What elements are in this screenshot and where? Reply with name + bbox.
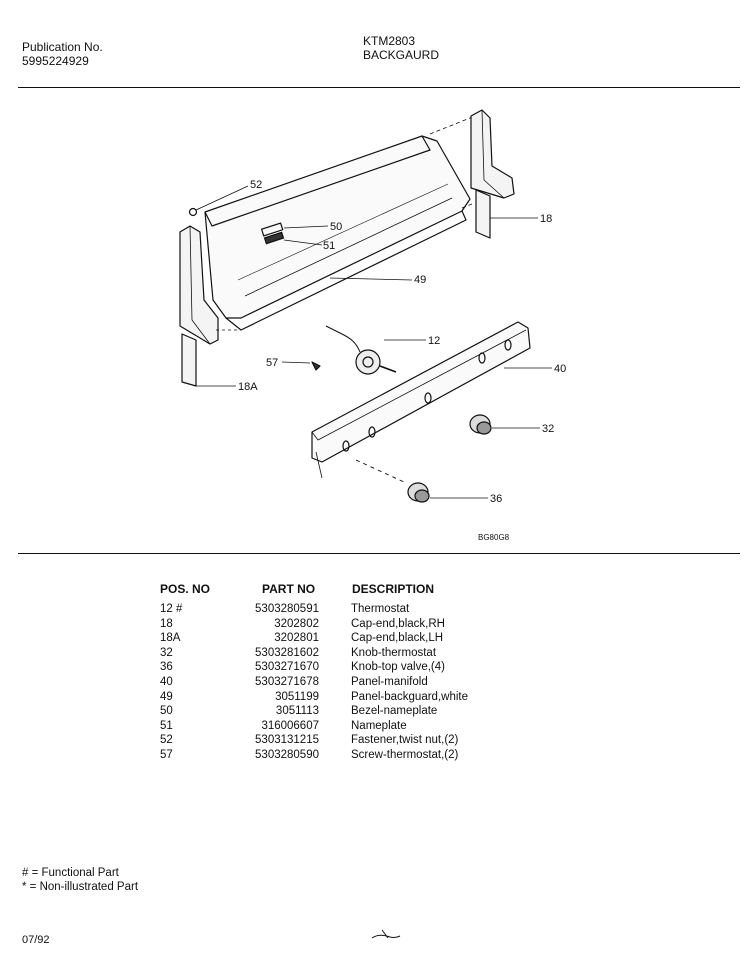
header-rule: [18, 87, 740, 88]
cell-pos: 51: [160, 719, 173, 732]
cell-pos: 32: [160, 646, 173, 659]
cell-pos: 36: [160, 661, 173, 674]
table-row: 49 3051199 Panel-backguard,white: [160, 690, 468, 705]
table-row: 51 316006607 Nameplate: [160, 719, 468, 734]
exploded-diagram: 52 50 51 49 18 12 57 40 18A 32 36 BG80G8: [179, 109, 566, 542]
header-description: DESCRIPTION: [352, 582, 435, 596]
cell-desc: Fastener,twist nut,(2): [351, 734, 459, 747]
backguard-bottom-lip: [225, 210, 467, 331]
left-end-cap-leg: [181, 333, 197, 387]
table-row: 36 5303271670 Knob-top valve,(4): [160, 660, 468, 675]
drawing-code: BG80G8: [478, 533, 510, 542]
section-title: BACKGAURD: [363, 48, 440, 62]
cell-part: 3051199: [275, 690, 319, 703]
callout-40: 40: [554, 363, 566, 375]
thermostat-body: [355, 349, 381, 375]
diagram-rule: [18, 553, 740, 554]
backguard-top-edge: [204, 135, 431, 227]
header-pos-no: POS. NO: [160, 582, 211, 596]
cell-part: 5303271678: [255, 675, 319, 688]
table-row: 12 # 5303280591 Thermostat: [160, 602, 468, 617]
footer-date: 07/92: [22, 934, 50, 946]
cell-desc: Panel-backguard,white: [351, 690, 468, 703]
cell-pos: 40: [160, 675, 173, 688]
table-row: 50 3051113 Bezel-nameplate: [160, 704, 468, 719]
cell-pos: 52: [160, 734, 173, 747]
publication-number: 5995224929: [22, 54, 89, 68]
callout-32: 32: [542, 423, 554, 435]
cell-pos: 50: [160, 705, 173, 718]
cell-desc: Nameplate: [351, 719, 407, 732]
cell-desc: Cap-end,black,RH: [351, 617, 445, 630]
legend-non-illustrated: * = Non-illustrated Part: [22, 881, 139, 893]
publication-label: Publication No.: [22, 40, 103, 54]
cell-part: 3202802: [274, 617, 319, 630]
cell-desc: Knob-top valve,(4): [351, 661, 445, 674]
callout-12: 12: [428, 335, 440, 347]
callout-51: 51: [323, 240, 335, 252]
cell-desc: Screw-thermostat,(2): [351, 748, 459, 761]
cell-pos: 57: [160, 748, 173, 761]
cell-pos: 49: [160, 690, 173, 703]
thermostat-screw: [311, 361, 321, 371]
cell-part: 316006607: [261, 719, 319, 732]
nameplate: [263, 231, 285, 245]
header-part-no: PART NO: [262, 582, 316, 596]
right-end-cap-leg: [475, 189, 491, 239]
table-row: 32 5303281602 Knob-thermostat: [160, 646, 468, 661]
callout-57: 57: [266, 357, 278, 369]
right-end-cap: [470, 109, 515, 199]
cell-pos: 18A: [160, 632, 181, 645]
cell-desc: Panel-manifold: [351, 675, 428, 688]
cell-part: 5303281602: [255, 646, 319, 659]
fastener-twist-nut: [188, 207, 198, 217]
table-row: 57 5303280590 Screw-thermostat,(2): [160, 748, 468, 763]
cell-part: 3051113: [275, 705, 319, 718]
cell-part: 5303131215: [255, 734, 319, 747]
cell-part: 3202801: [274, 632, 319, 645]
cell-part: 5303271670: [255, 661, 319, 674]
callout-18a: 18A: [238, 381, 258, 393]
signature-mark-icon: [371, 929, 401, 939]
bezel-nameplate: [260, 222, 284, 237]
cell-part: 5303280591: [255, 603, 319, 615]
cell-desc: Thermostat: [351, 603, 410, 615]
cell-desc: Cap-end,black,LH: [351, 632, 444, 645]
callout-36: 36: [490, 493, 502, 505]
table-row: 18 3202802 Cap-end,black,RH: [160, 617, 468, 632]
callout-50: 50: [330, 221, 342, 233]
cell-pos: 12 #: [160, 603, 183, 615]
callout-18: 18: [540, 213, 552, 225]
table-row: 18A 3202801 Cap-end,black,LH: [160, 631, 468, 646]
table-row: 52 5303131215 Fastener,twist nut,(2): [160, 733, 468, 748]
thermostat-capillary: [325, 325, 361, 353]
callout-49: 49: [414, 274, 426, 286]
cell-part: 5303280590: [255, 748, 319, 761]
legend-functional: # = Functional Part: [22, 867, 119, 879]
left-end-cap: [179, 225, 219, 345]
model-number: KTM2803: [363, 34, 416, 48]
table-row: 40 5303271678 Panel-manifold: [160, 675, 468, 690]
cell-desc: Knob-thermostat: [351, 646, 437, 659]
cell-desc: Bezel-nameplate: [351, 705, 438, 718]
cell-pos: 18: [160, 617, 173, 630]
callout-52: 52: [250, 179, 262, 191]
